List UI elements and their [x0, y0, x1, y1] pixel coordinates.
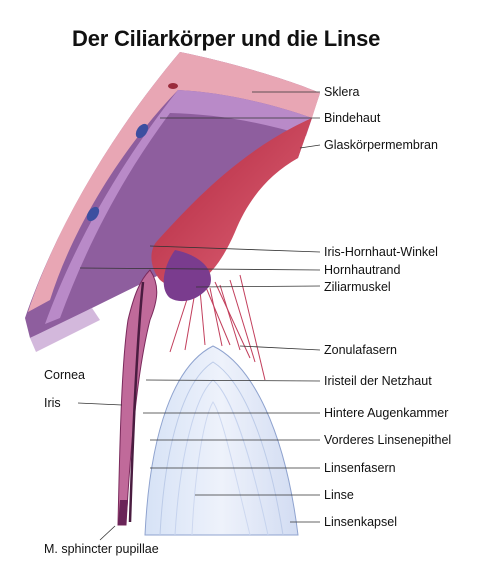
label-glaskoerpermembran: Glaskörpermembran: [324, 138, 438, 152]
label-sklera: Sklera: [324, 85, 360, 99]
zonule-fibers: [169, 274, 266, 381]
ciliary-muscle: [151, 118, 312, 302]
label-sphincter: M. sphincter pupillae: [44, 542, 159, 556]
iris: [117, 269, 158, 526]
label-cornea: Cornea: [44, 368, 85, 382]
lens: [144, 345, 299, 536]
label-iristeil: Iristeil der Netzhaut: [324, 374, 432, 388]
label-vorderes-linsenepithel: Vorderes Linsenepithel: [324, 433, 452, 447]
leader-lines: [77, 91, 321, 541]
label-ziliarmuskel: Ziliarmuskel: [324, 280, 391, 294]
label-hintere-augenkammer: Hintere Augenkammer: [324, 406, 449, 420]
label-hornhautrand: Hornhautrand: [324, 263, 401, 277]
label-iris-hornhaut-winkel: Iris-Hornhaut-Winkel: [324, 245, 438, 259]
label-linsenfasern: Linsenfasern: [324, 461, 396, 475]
label-linsenkapsel: Linsenkapsel: [324, 515, 397, 529]
label-linse: Linse: [324, 488, 354, 502]
sclera-cornea-band: [25, 52, 320, 352]
label-bindehaut: Bindehaut: [324, 111, 381, 125]
label-iris: Iris: [44, 396, 61, 410]
label-zonulafasern: Zonulafasern: [324, 343, 397, 357]
page-title: Der Ciliarkörper und die Linse: [72, 26, 381, 51]
